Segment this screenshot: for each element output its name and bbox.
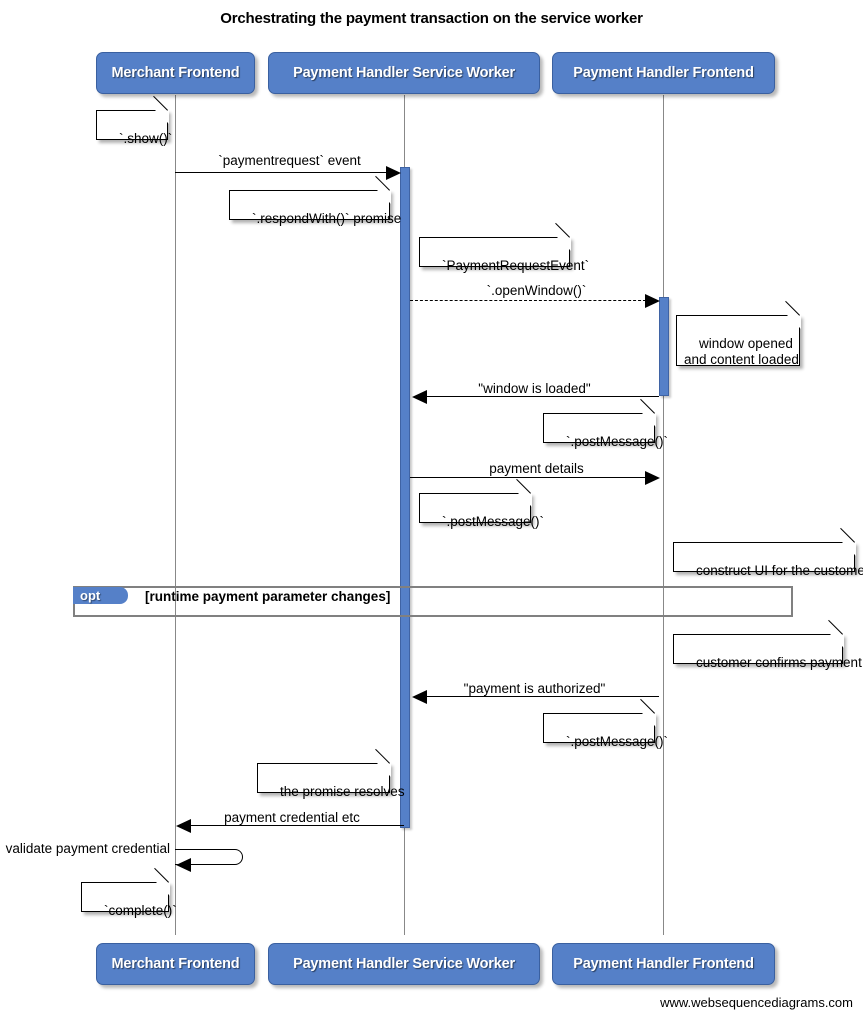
message-label-window-is-loaded: "window is loaded" xyxy=(478,381,591,396)
participant-payment-handler-frontend-bottom[interactable]: Payment Handler Frontend xyxy=(552,943,775,985)
note-postmessage-authorized: `.postMessage()` xyxy=(543,698,668,749)
arrowhead-right-openwindow xyxy=(645,294,660,308)
note-text: customer confirms payment xyxy=(696,655,862,670)
note-fold-icon xyxy=(841,541,856,556)
participant-label: Merchant Frontend xyxy=(111,956,240,972)
participant-label: Payment Handler Service Worker xyxy=(293,956,515,972)
note-fold-icon xyxy=(641,712,656,727)
message-label-payment-details: payment details xyxy=(489,461,584,476)
participant-label: Payment Handler Service Worker xyxy=(293,65,515,81)
note-text: `.show()` xyxy=(119,131,173,146)
note-text: `.postMessage()` xyxy=(442,514,545,529)
message-line-window-is-loaded xyxy=(427,396,659,397)
message-line-payment-credential xyxy=(191,825,404,826)
note-fold-icon xyxy=(517,492,532,507)
arrowhead-left-validate-credential xyxy=(176,858,191,872)
fragment-opt-condition: [runtime payment parameter changes] xyxy=(145,589,391,604)
note-fold-icon xyxy=(376,189,391,204)
note-text: `.postMessage()` xyxy=(566,734,669,749)
arrowhead-right-paymentrequest xyxy=(386,166,401,180)
footer-credit: www.websequencediagrams.com xyxy=(660,995,853,1010)
note-text: `complete()` xyxy=(104,903,177,918)
note-fold-icon xyxy=(641,412,656,427)
note-construct-ui: construct UI for the customer xyxy=(673,527,863,578)
participant-merchant-frontend-bottom[interactable]: Merchant Frontend xyxy=(96,943,255,985)
note-text: window opened and content loaded xyxy=(684,336,799,367)
note-fold-icon xyxy=(376,762,391,777)
note-paymentrequestevent: `PaymentRequestEvent` xyxy=(419,222,589,273)
note-text: the promise resolves xyxy=(280,784,405,799)
note-fold-icon xyxy=(155,881,170,896)
participant-payment-handler-frontend-top[interactable]: Payment Handler Frontend xyxy=(552,52,775,94)
note-text: `.postMessage()` xyxy=(566,434,669,449)
message-label-openwindow: `.openWindow()` xyxy=(486,283,587,298)
note-customer-confirms: customer confirms payment xyxy=(673,619,862,670)
note-text: construct UI for the customer xyxy=(696,563,863,578)
message-label-validate-credential: validate payment credential xyxy=(5,841,170,856)
message-line-payment-details xyxy=(410,477,646,478)
note-respondwith-promise: `.respondWith()` promise xyxy=(229,175,401,226)
activation-bar-service-worker xyxy=(400,167,410,828)
note-show: `.show()` xyxy=(96,95,172,146)
message-label-payment-credential: payment credential etc xyxy=(224,810,360,825)
fragment-opt-tab-label: opt xyxy=(80,588,101,603)
participant-label: Payment Handler Frontend xyxy=(573,65,754,81)
message-line-paymentrequest xyxy=(175,172,387,173)
message-label-payment-authorized: "payment is authorized" xyxy=(463,681,606,696)
message-self-loop-validate-credential xyxy=(175,849,243,865)
note-postmessage-window-loaded: `.postMessage()` xyxy=(543,398,668,449)
arrowhead-left-window-is-loaded xyxy=(412,390,427,404)
note-promise-resolves: the promise resolves xyxy=(257,748,405,799)
message-line-openwindow xyxy=(410,300,646,301)
participant-label: Merchant Frontend xyxy=(111,65,240,81)
arrowhead-left-payment-credential xyxy=(176,819,191,833)
participant-service-worker-bottom[interactable]: Payment Handler Service Worker xyxy=(268,943,540,985)
message-label-paymentrequest: `paymentrequest` event xyxy=(218,153,361,168)
arrowhead-left-payment-authorized xyxy=(412,690,427,704)
activation-bar-payment-handler-frontend xyxy=(659,297,669,396)
note-fold-icon xyxy=(786,314,801,329)
arrowhead-right-payment-details xyxy=(645,471,660,485)
participant-service-worker-top[interactable]: Payment Handler Service Worker xyxy=(268,52,540,94)
participant-merchant-frontend-top[interactable]: Merchant Frontend xyxy=(96,52,255,94)
message-line-payment-authorized xyxy=(427,696,659,697)
fragment-opt-tab: opt xyxy=(73,587,128,604)
participant-label: Payment Handler Frontend xyxy=(573,956,754,972)
lifeline-merchant xyxy=(175,95,176,935)
note-window-opened: window opened and content loaded xyxy=(676,300,801,367)
lifeline-payment-handler-frontend xyxy=(663,95,664,935)
note-fold-icon xyxy=(829,633,844,648)
note-fold-icon xyxy=(556,236,571,251)
note-complete: `complete()` xyxy=(81,867,177,918)
note-postmessage-payment-details: `.postMessage()` xyxy=(419,478,544,529)
page-title: Orchestrating the payment transaction on… xyxy=(220,10,643,27)
note-fold-icon xyxy=(154,109,169,124)
note-text: `.respondWith()` promise xyxy=(252,211,402,226)
note-text: `PaymentRequestEvent` xyxy=(442,258,590,273)
